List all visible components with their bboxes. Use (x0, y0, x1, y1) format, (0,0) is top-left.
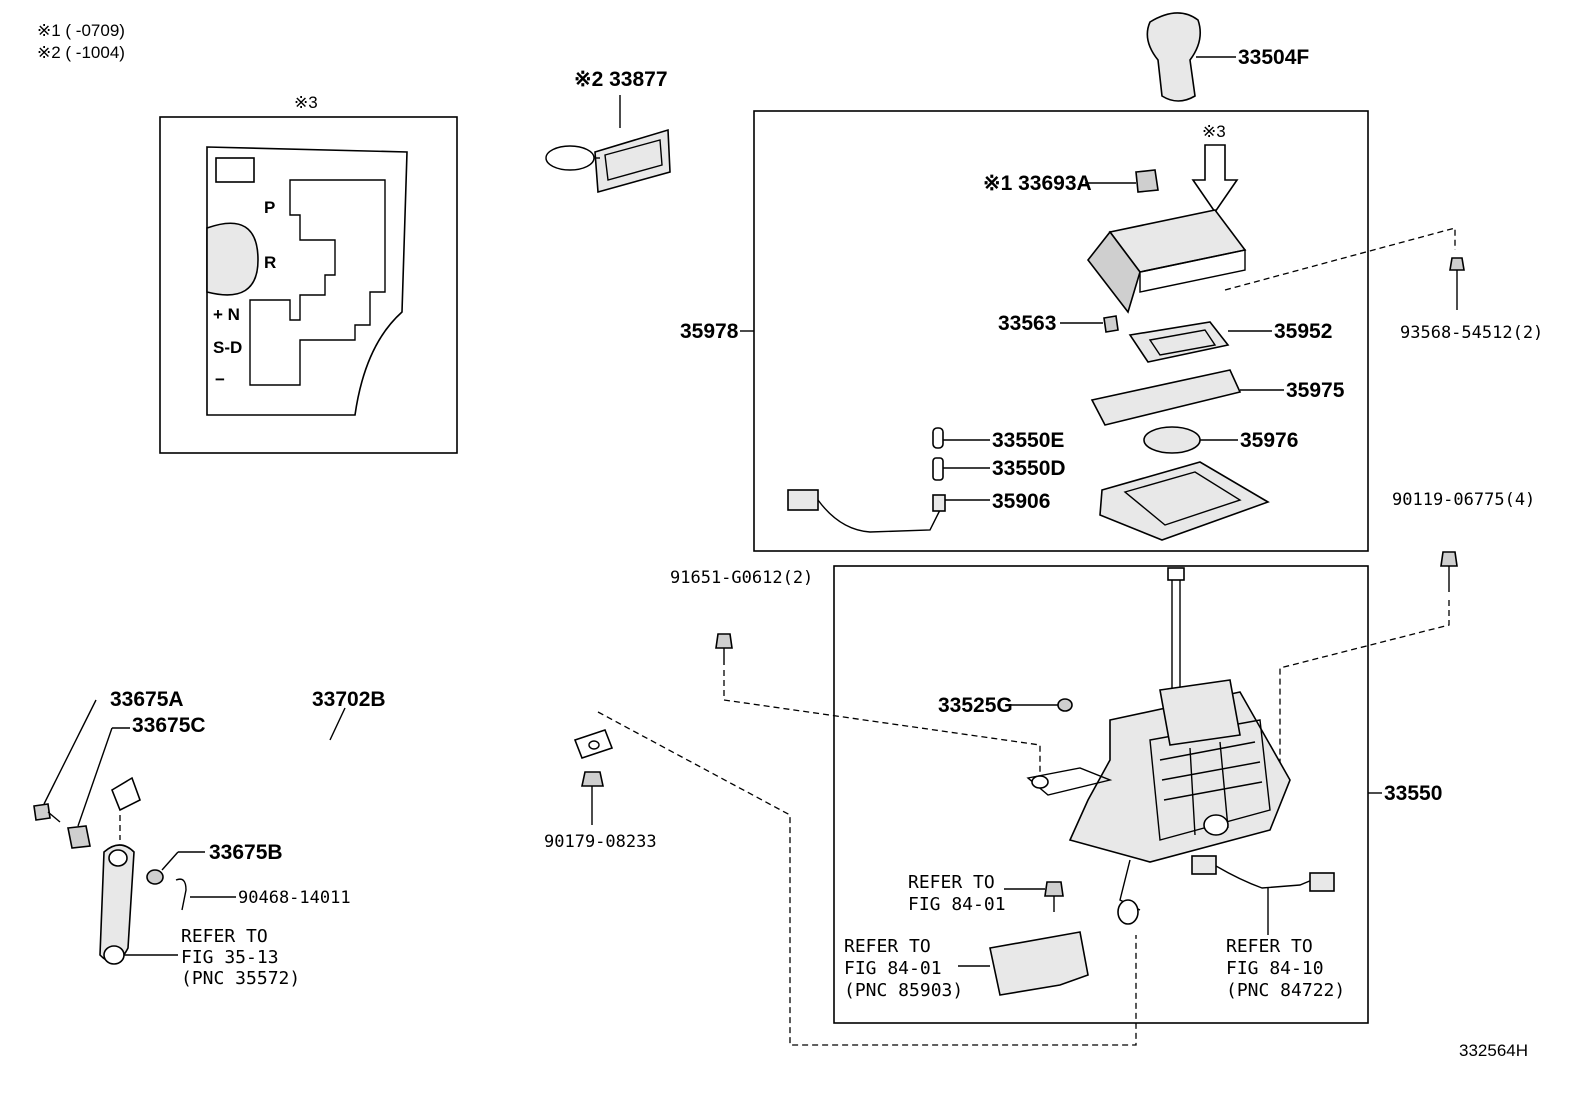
gate-pos-sd: S-D (213, 338, 242, 357)
label-33675A: 33675A (110, 688, 184, 711)
label-35978: 35978 (680, 320, 739, 343)
part-33877: ※2 33877 (545, 68, 671, 194)
ref-fig3513-1: REFER TO (181, 926, 268, 947)
label-33702B: 33702B (312, 688, 386, 711)
label-33563: 33563 (998, 312, 1056, 335)
illustration-id: 332564H (1459, 1041, 1528, 1060)
label-35976: 35976 (1240, 429, 1298, 452)
label-33550D: 33550D (992, 457, 1066, 480)
gate-panel-ref: ※3 (294, 93, 318, 112)
part-93568: 93568-54512(2) (1224, 227, 1543, 343)
gate-pos-r: R (264, 253, 276, 272)
label-91651: 91651-G0612(2) (670, 568, 813, 588)
label-33550: 33550 (1384, 782, 1442, 805)
part-33675C: 33675C (67, 714, 206, 849)
label-33675C: 33675C (132, 714, 206, 737)
gate-slot (249, 179, 386, 386)
label-35906: 35906 (992, 490, 1050, 513)
label-33504F: 33504F (1238, 46, 1309, 69)
gate-window (215, 157, 255, 183)
note-1: ※1 ( -0709) (37, 21, 125, 40)
part-33675A: 33675A (33, 688, 184, 823)
gate-plate (206, 146, 408, 416)
ref-fig8401b-3: (PNC 85903) (844, 980, 963, 1001)
ref-fig8401a-2: FIG 84-01 (908, 894, 1006, 915)
ref-fig8410-3: (PNC 84722) (1226, 980, 1345, 1001)
label-33525G: 33525G (938, 694, 1013, 717)
ref-fig3513-3: (PNC 35572) (181, 968, 300, 989)
note-2: ※2 ( -1004) (37, 43, 125, 62)
part-90468: 90468-14011 (175, 878, 351, 911)
gate-pos-minus: − (215, 370, 225, 389)
label-35975: 35975 (1286, 379, 1345, 402)
label-90179: 90179-08233 (544, 832, 657, 852)
label-90468: 90468-14011 (238, 888, 351, 908)
gate-panel: ※3 P R + N S-D − (159, 93, 458, 454)
label-33675B: 33675B (209, 841, 283, 864)
label-90119: 90119-06775(4) (1392, 490, 1535, 510)
label-35952: 35952 (1274, 320, 1332, 343)
assembly-33550: 33550 33525G REFER TO FIG 84-01 REFER TO… (833, 565, 1442, 1024)
ref-fig8401a-1: REFER TO (908, 872, 995, 893)
dashed-link (597, 711, 1137, 1046)
part-33504F: 33504F (1146, 12, 1309, 102)
part-33675B: 33675B (146, 841, 283, 885)
ref-fig8410-1: REFER TO (1226, 936, 1313, 957)
arrow-ref: ※3 (1202, 122, 1226, 141)
assembly-35978: 35978 ※1 33693A ※3 33563 35952 35975 359… (680, 110, 1369, 552)
gate-pos-n: + N (213, 305, 240, 324)
label-33693A: ※1 33693A (983, 172, 1092, 195)
ref-fig8401b-2: FIG 84-01 (844, 958, 942, 979)
lever-arm (99, 815, 135, 965)
ref-fig8401b-1: REFER TO (844, 936, 931, 957)
ref-fig3513: REFER TO FIG 35-13 (PNC 35572) (124, 926, 300, 989)
ref-fig8410-2: FIG 84-10 (1226, 958, 1324, 979)
ref-fig3513-2: FIG 35-13 (181, 947, 279, 968)
part-33702B: 33702B (111, 688, 614, 812)
label-33877: ※2 33877 (574, 68, 668, 91)
part-90119: 90119-06775(4) (1279, 490, 1535, 790)
part-90179: 90179-08233 (544, 771, 657, 852)
gate-button-shape (206, 222, 259, 296)
gate-pos-p: P (264, 198, 275, 217)
part-91651: 91651-G0612(2) (670, 568, 1041, 775)
label-33550E: 33550E (992, 429, 1064, 452)
label-93568: 93568-54512(2) (1400, 323, 1543, 343)
